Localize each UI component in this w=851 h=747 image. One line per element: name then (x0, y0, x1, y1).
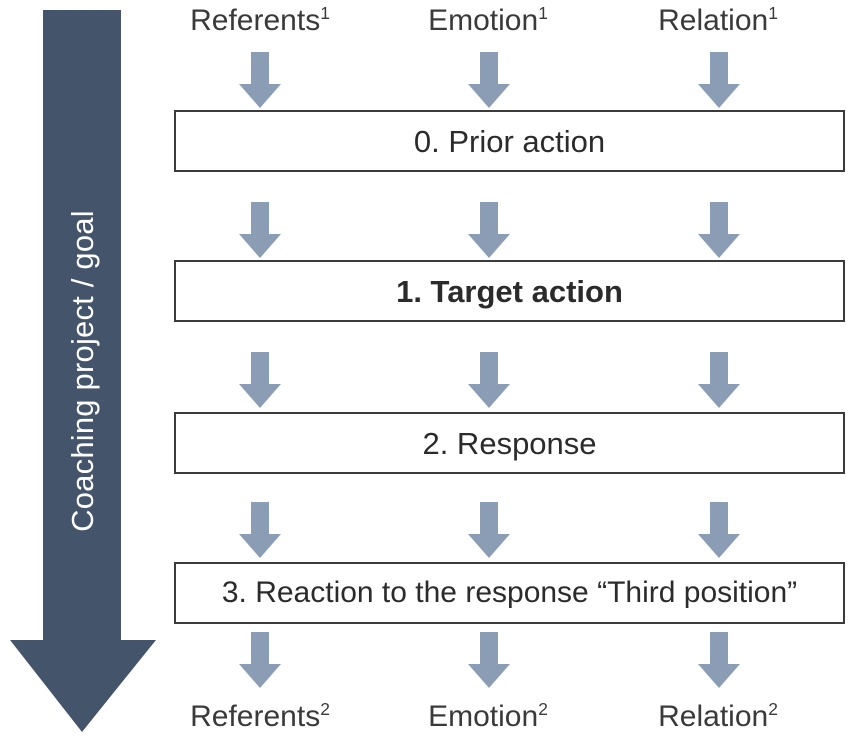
down-arrow-shape (468, 352, 510, 408)
caption-bottom-emotion-base: Emotion (428, 700, 539, 733)
stage-box-2: 2. Response (174, 412, 845, 474)
stage-box-0: 0. Prior action (174, 110, 845, 172)
down-arrow-r2-c3 (698, 202, 740, 258)
caption-top-referents: Referents1 (140, 4, 380, 38)
down-arrow-r1-c3 (698, 52, 740, 108)
caption-bottom-referents-base: Referents (190, 700, 321, 733)
caption-top-emotion: Emotion1 (368, 4, 608, 38)
caption-bottom-emotion-sup: 2 (538, 699, 548, 719)
stage-label-0: 0. Prior action (413, 123, 606, 159)
down-arrow-r4-c1 (239, 502, 281, 558)
stage-label-3: 3. Reaction to the response “Third posit… (221, 576, 798, 609)
down-arrow-shape (239, 52, 281, 108)
down-arrow-shape (468, 502, 510, 558)
down-arrow-r4-c3 (698, 502, 740, 558)
caption-bottom-emotion: Emotion2 (368, 700, 608, 734)
caption-top-referents-base: Referents (190, 4, 321, 37)
down-arrow-shape (698, 632, 740, 688)
down-arrow-shape (698, 352, 740, 408)
down-arrow-shape (468, 632, 510, 688)
goal-arrow-shape (10, 10, 156, 732)
caption-top-referents-sup: 1 (320, 3, 330, 23)
down-arrow-r3-c2 (468, 352, 510, 408)
caption-bottom-referents-sup: 2 (320, 699, 330, 719)
down-arrow-shape (698, 202, 740, 258)
down-arrow-shape (239, 502, 281, 558)
caption-top-emotion-sup: 1 (538, 3, 548, 23)
down-arrow-shape (468, 52, 510, 108)
down-arrow-shape (698, 502, 740, 558)
caption-bottom-referents: Referents2 (140, 700, 380, 734)
caption-top-relation-sup: 1 (768, 3, 778, 23)
coaching-goal-arrow: Coaching project / goal (8, 10, 158, 732)
down-arrow-shape (468, 202, 510, 258)
down-arrow-shape (239, 632, 281, 688)
down-arrow-r3-c3 (698, 352, 740, 408)
caption-bottom-relation-base: Relation (658, 700, 769, 733)
down-arrow-r1-c1 (239, 52, 281, 108)
caption-top-relation: Relation1 (598, 4, 838, 38)
stage-box-1: 1. Target action (174, 260, 845, 322)
down-arrow-r1-c2 (468, 52, 510, 108)
down-arrow-r2-c2 (468, 202, 510, 258)
stage-label-2: 2. Response (422, 425, 597, 461)
caption-top-relation-base: Relation (658, 4, 769, 37)
down-arrow-r4-c2 (468, 502, 510, 558)
caption-bottom-relation-sup: 2 (768, 699, 778, 719)
down-arrow-shape (698, 52, 740, 108)
down-arrow-shape (239, 352, 281, 408)
down-arrow-shape (239, 202, 281, 258)
down-arrow-r3-c1 (239, 352, 281, 408)
caption-top-emotion-base: Emotion (428, 4, 539, 37)
down-arrow-r5-c2 (468, 632, 510, 688)
down-arrow-r5-c1 (239, 632, 281, 688)
stage-label-1: 1. Target action (396, 273, 623, 309)
down-arrow-r5-c3 (698, 632, 740, 688)
caption-bottom-relation: Relation2 (598, 700, 838, 734)
stage-box-3: 3. Reaction to the response “Third posit… (174, 562, 845, 624)
down-arrow-r2-c1 (239, 202, 281, 258)
